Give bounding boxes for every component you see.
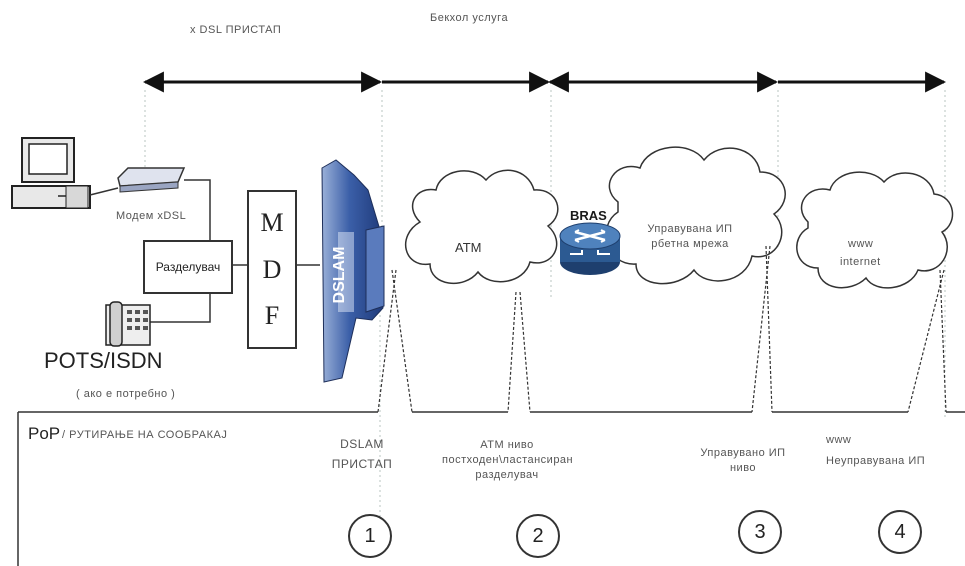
segment-projections <box>377 245 947 413</box>
point-circle-3: 3 <box>738 510 782 554</box>
bras-label: BRAS <box>570 208 607 223</box>
unmanaged-ip-label: Неуправувана ИП <box>826 455 926 467</box>
www-cloud-label: www <box>848 238 874 250</box>
mdf-letter-d: D <box>262 254 282 284</box>
atm-cloud <box>404 169 559 285</box>
wiring <box>89 179 320 323</box>
modem-icon <box>117 167 186 193</box>
computer-icon <box>11 137 91 209</box>
atm-level-label: ATM ниво постходен\ластансиран разделува… <box>442 439 574 481</box>
bras-router-icon <box>559 222 621 275</box>
modem-label: Модем xDSL <box>116 210 187 222</box>
point-circle-4: 4 <box>878 510 922 554</box>
dslam-label: DSLAM <box>331 246 348 304</box>
point-number-1: 1 <box>364 524 376 547</box>
phone-note-label: ( ако е потребно ) <box>76 388 176 400</box>
dslam-access-label: DSLAM ПРИСТАП <box>331 437 393 471</box>
pots-isdn-label: POTS/ISDN <box>44 348 163 373</box>
mdf-letter-m: M <box>260 208 284 238</box>
pop-routing-label: / РУТИРАЊЕ НА СООБРАКАЈ <box>62 429 228 441</box>
managed-ip-level-label: Управувано ИП ниво <box>700 447 786 474</box>
pop-label: PoP <box>28 424 61 443</box>
xdsl-access-label: x DSL ПРИСТАП <box>190 24 282 36</box>
point-circle-2: 2 <box>516 514 560 558</box>
point-circle-1: 1 <box>348 514 392 558</box>
pop-boundary <box>17 411 965 566</box>
internet-cloud-label: internet <box>840 256 881 268</box>
point-number-3: 3 <box>754 520 766 543</box>
internet-cloud <box>796 171 954 289</box>
mdf-letter-f: F <box>264 300 280 330</box>
mdf-frame: M D F <box>247 190 297 349</box>
broadband-service-label: Бекхол услуга <box>430 12 509 24</box>
managed-ip-cloud-label: Управувана ИП рбетна мрежа <box>647 223 733 250</box>
point-number-2: 2 <box>532 524 544 547</box>
splitter-box: Разделувач <box>143 240 233 294</box>
atm-cloud-label: ATM <box>455 240 482 255</box>
telephone-icon <box>105 301 151 347</box>
managed-ip-cloud <box>605 146 786 285</box>
dslam-device-icon <box>321 159 385 383</box>
splitter-label: Разделувач <box>155 260 221 274</box>
www-bottom-label: www <box>826 434 852 446</box>
boundary-lines <box>144 90 946 540</box>
point-number-4: 4 <box>894 520 906 543</box>
